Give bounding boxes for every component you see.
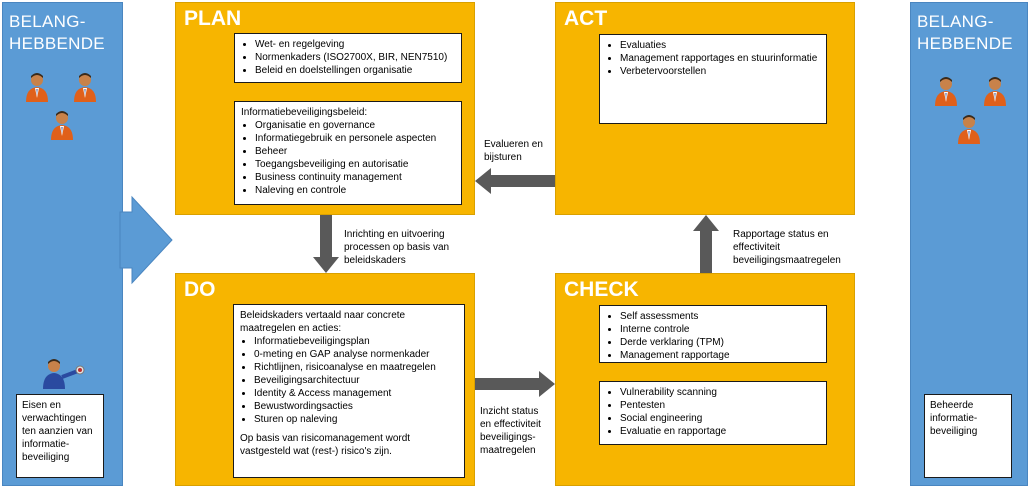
check-box-technical: Vulnerability scanning Pentesten Social … (599, 381, 827, 445)
list-item: Toegangsbeveiliging en autorisatie (255, 158, 455, 171)
list-item: Vulnerability scanning (620, 386, 820, 399)
list-item: Naleving en controle (255, 184, 455, 197)
list-item: Richtlijnen, risicoanalyse en maatregele… (254, 361, 458, 374)
list-item: Management rapportage (620, 349, 820, 362)
stakeholders-left-title: BELANG- HEBBENDE (9, 12, 105, 53)
person-icon (935, 77, 957, 106)
list-item: Bewustwordingsacties (254, 400, 458, 413)
list-item: Pentesten (620, 399, 820, 412)
list-item: Evaluatie en rapportage (620, 425, 820, 438)
arrow-check-to-act (693, 215, 719, 273)
person-icon (984, 77, 1006, 106)
label-do-to-check: Inzicht status en effectiviteit beveilig… (480, 406, 541, 456)
label-plan-to-do: Inrichting en uitvoering processen op ba… (344, 229, 450, 266)
person-icon (74, 73, 96, 102)
list-item: Self assessments (620, 310, 820, 323)
arrow-do-to-check (475, 371, 555, 397)
presenter-icon (43, 359, 85, 389)
plan-policy-heading: Informatiebeveiligingsbeleid: (241, 107, 368, 118)
list-item: Interne controle (620, 323, 820, 336)
input-arrow (119, 195, 173, 285)
stakeholders-right-box: Beheerde informatie-beveiliging (924, 394, 1012, 478)
list-item: Beleid en doelstellingen organisatie (255, 64, 455, 77)
stakeholders-left-box-text: Eisen en verwachtingen ten aanzien van i… (22, 400, 93, 463)
list-item: Derde verklaring (TPM) (620, 336, 820, 349)
list-item: Beheer (255, 145, 455, 158)
arrow-act-to-plan (475, 168, 555, 194)
list-item: Management rapportages en stuurinformati… (620, 52, 820, 65)
list-item: Beveiligingsarchitectuur (254, 374, 458, 387)
list-item: Identity & Access management (254, 387, 458, 400)
plan-box-context: Wet- en regelgeving Normenkaders (ISO270… (234, 33, 462, 83)
do-heading: Beleidskaders vertaald naar concrete maa… (240, 310, 406, 334)
check-title: CHECK (564, 278, 639, 301)
list-item: Organisatie en governance (255, 119, 455, 132)
do-title: DO (184, 278, 216, 301)
list-item: Informatiegebruik en personele aspecten (255, 132, 455, 145)
list-item: Normenkaders (ISO2700X, BIR, NEN7510) (255, 51, 455, 64)
stakeholders-right-title: BELANG- HEBBENDE (917, 12, 1013, 53)
arrow-plan-to-do (313, 215, 339, 273)
list-item: Evaluaties (620, 39, 820, 52)
person-icon (26, 73, 48, 102)
act-box: Evaluaties Management rapportages en stu… (599, 34, 827, 124)
plan-box-policy: Informatiebeveiligingsbeleid: Organisati… (234, 101, 462, 205)
stakeholders-left-box: Eisen en verwachtingen ten aanzien van i… (16, 394, 104, 478)
list-item: 0-meting en GAP analyse normenkader (254, 348, 458, 361)
list-item: Business continuity management (255, 171, 455, 184)
list-item: Informatiebeveiligingsplan (254, 335, 458, 348)
label-check-to-act: Rapportage status en effectiviteit bevei… (733, 229, 841, 266)
list-item: Verbetervoorstellen (620, 65, 820, 78)
person-icon (51, 111, 73, 140)
do-footer: Op basis van risicomanagement wordt vast… (240, 433, 411, 457)
list-item: Social engineering (620, 412, 820, 425)
do-box: Beleidskaders vertaald naar concrete maa… (233, 304, 465, 478)
label-act-to-plan: Evalueren en bijsturen (484, 139, 543, 163)
check-box-internal: Self assessments Interne controle Derde … (599, 305, 827, 363)
list-item: Sturen op naleving (254, 413, 458, 426)
act-title: ACT (564, 7, 608, 30)
stakeholders-right-box-text: Beheerde informatie-beveiliging (930, 400, 978, 437)
plan-title: PLAN (184, 7, 242, 30)
list-item: Wet- en regelgeving (255, 38, 455, 51)
person-icon (958, 115, 980, 144)
